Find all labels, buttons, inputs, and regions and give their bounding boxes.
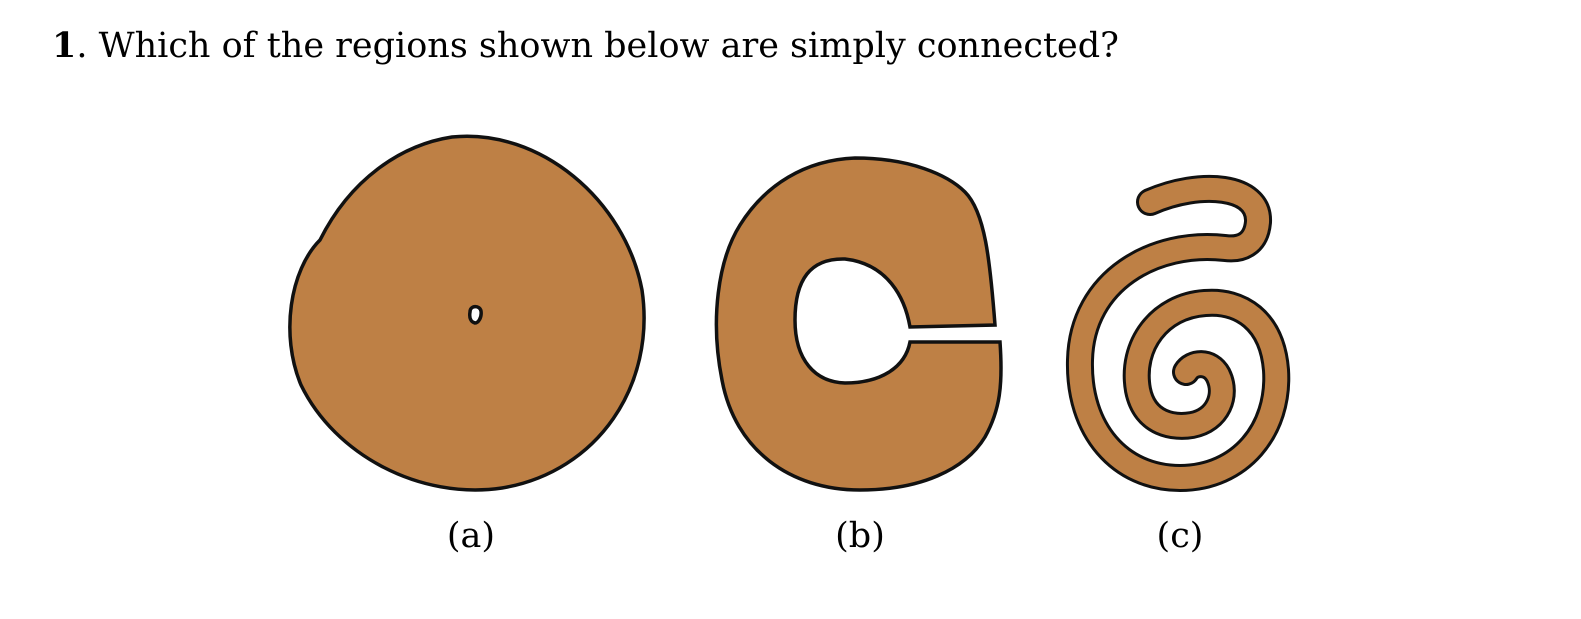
question-number: 1 [52, 25, 77, 66]
question-text: 1. Which of the regions shown below are … [52, 22, 1119, 70]
caption-c: (c) [1156, 516, 1204, 556]
region-a-shape [288, 134, 646, 492]
question-body: . Which of the regions shown below are s… [76, 26, 1119, 66]
caption-b: (b) [835, 516, 885, 556]
caption-a: (a) [446, 516, 496, 556]
region-c-fill [1068, 177, 1288, 489]
region-b-shape [714, 156, 1003, 492]
